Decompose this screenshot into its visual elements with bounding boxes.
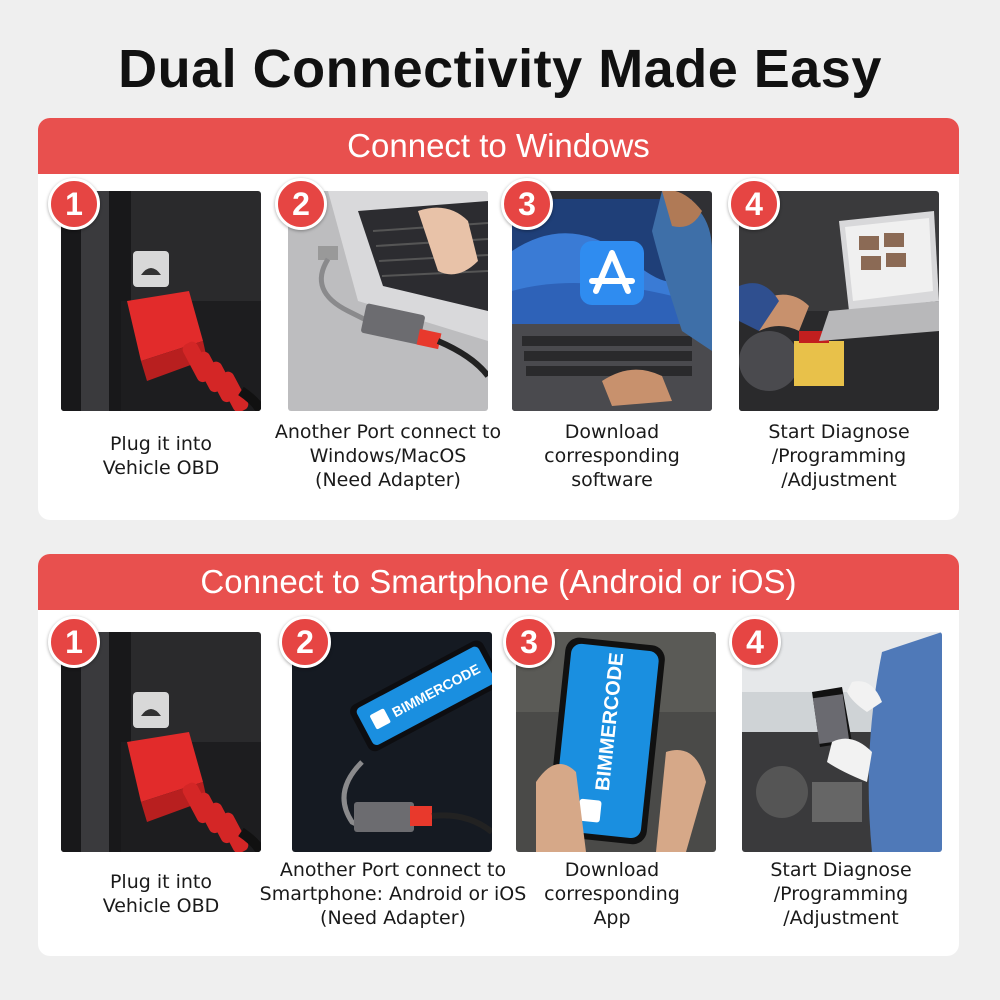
mechanic-laptop-engine-photo — [739, 191, 939, 411]
obd-plug-photo-2 — [61, 632, 261, 852]
step-3-caption-2: Download corresponding App — [544, 859, 680, 929]
step-2-caption-2: Another Port connect to Smartphone: Andr… — [259, 859, 527, 929]
step-4-badge: 4 — [728, 178, 780, 230]
step-4-caption-2: Start Diagnose /Programming /Adjustment — [770, 859, 912, 929]
windows-section-header: Connect to Windows — [38, 118, 959, 174]
step-3-badge-2: 3 — [503, 616, 555, 668]
laptop-app-store-photo — [512, 191, 712, 411]
smartphone-section: Connect to Smartphone (Android or iOS) 1… — [38, 554, 959, 956]
step-1-badge: 1 — [48, 178, 100, 230]
step-4-caption: Start Diagnose /Programming /Adjustment — [768, 421, 910, 491]
step-3-caption: Download corresponding software — [544, 421, 680, 491]
step-2-badge: 2 — [275, 178, 327, 230]
step-4-badge-2: 4 — [729, 616, 781, 668]
phone-adapter-photo: BIMMERCODE — [292, 632, 492, 852]
windows-section: Connect to Windows 1 Plug it into Vehicl… — [38, 118, 959, 520]
step-2-badge-2: 2 — [279, 616, 331, 668]
step-3-badge: 3 — [501, 178, 553, 230]
step-1-badge-2: 1 — [48, 616, 100, 668]
mechanic-phone-engine-photo — [742, 632, 942, 852]
step-1-caption-2: Plug it into Vehicle OBD — [102, 871, 220, 917]
laptop-adapter-photo — [288, 191, 488, 411]
step-2-caption: Another Port connect to Windows/MacOS (N… — [274, 421, 502, 491]
page-title: Dual Connectivity Made Easy — [118, 39, 882, 99]
phone-app-photo: BIMMERCODE — [516, 632, 716, 852]
smartphone-section-header: Connect to Smartphone (Android or iOS) — [38, 554, 959, 610]
obd-plug-photo — [61, 191, 261, 411]
step-1-caption: Plug it into Vehicle OBD — [102, 433, 220, 479]
